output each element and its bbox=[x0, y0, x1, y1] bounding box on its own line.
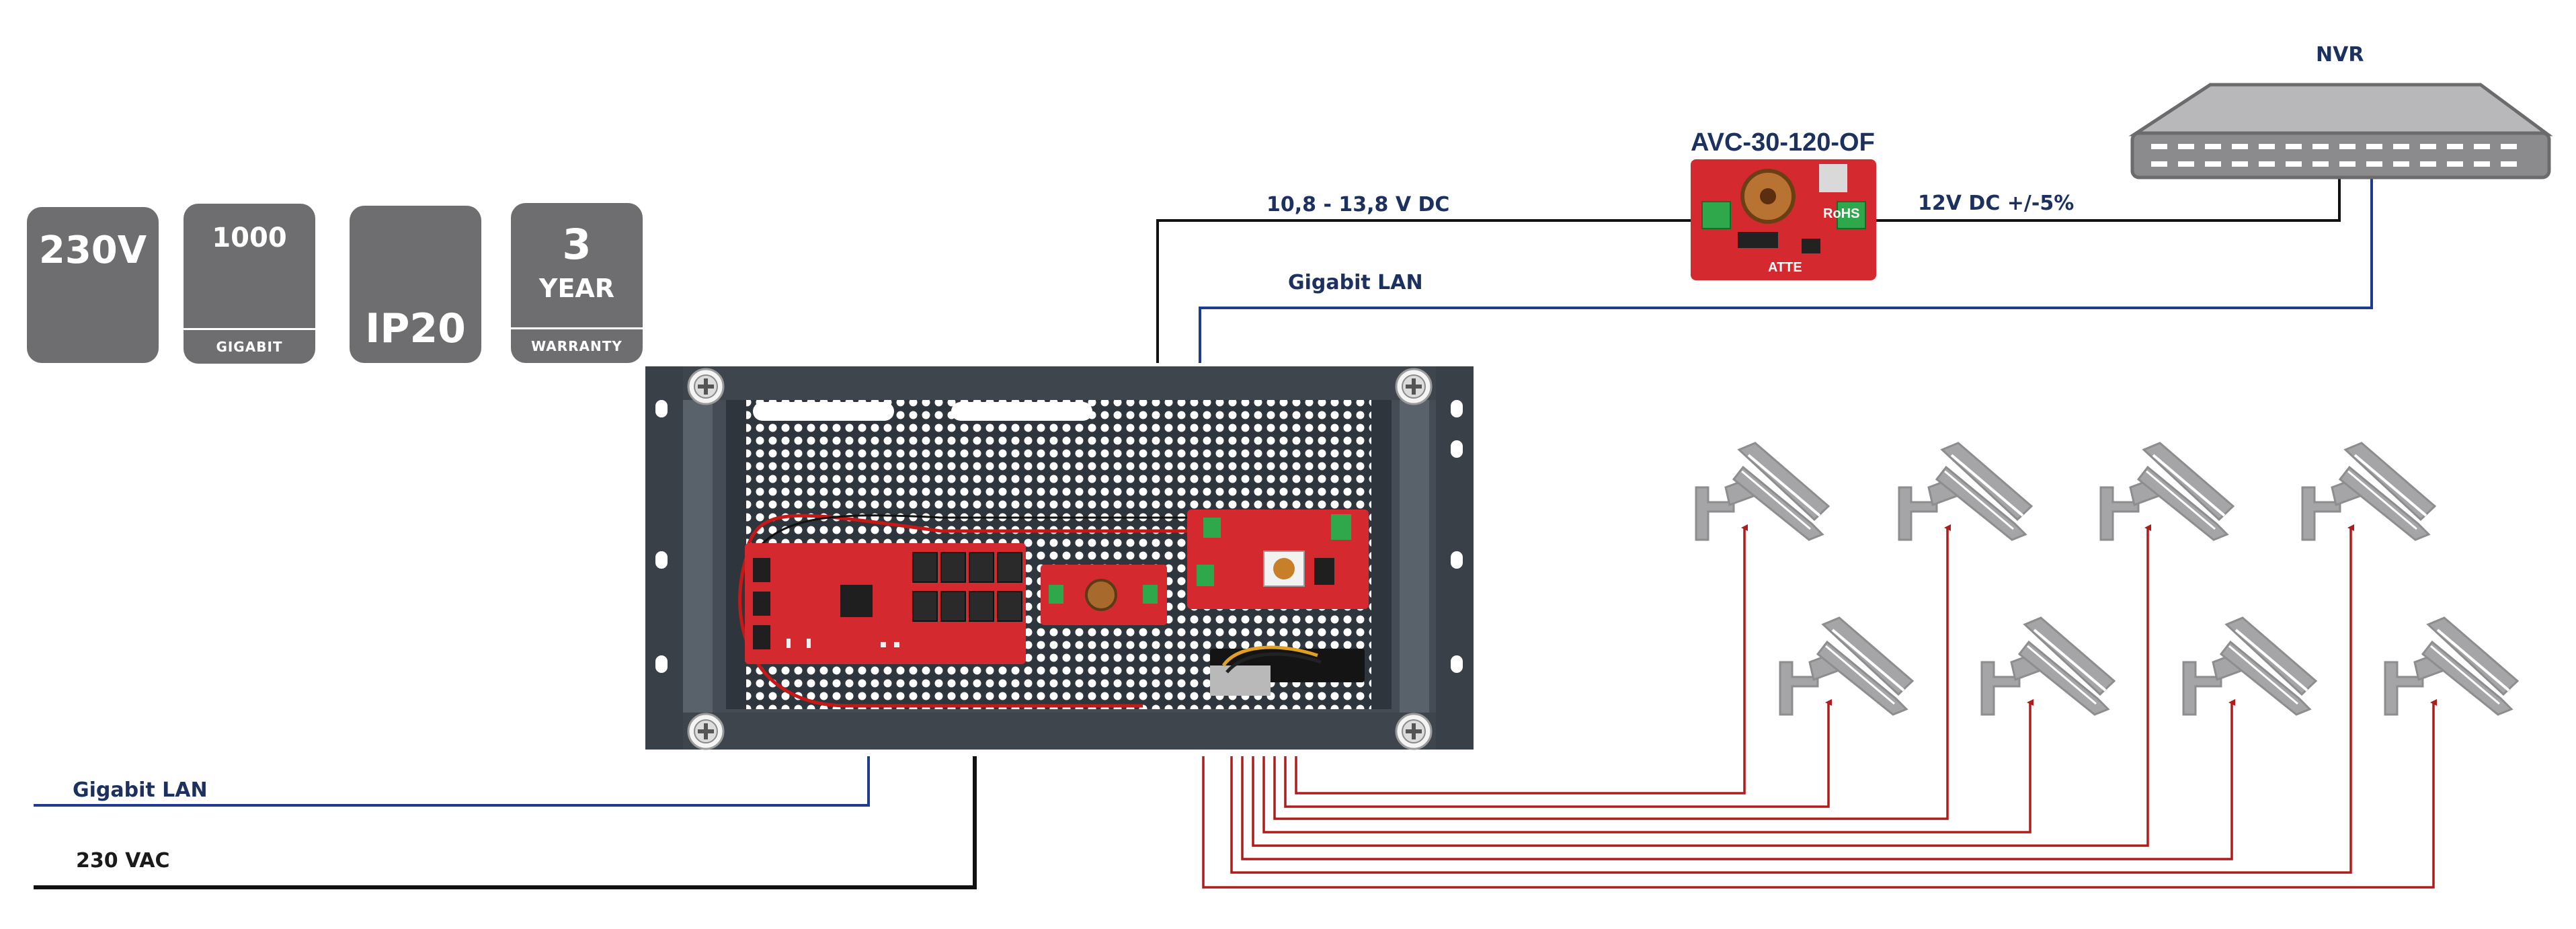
power-supply-board bbox=[1187, 510, 1369, 609]
poe-line-4 bbox=[1262, 699, 2034, 834]
nvr-lan-cable bbox=[1199, 176, 2373, 363]
cctv-camera-icon bbox=[1980, 616, 2116, 716]
cctv-camera-icon bbox=[2099, 442, 2235, 541]
screw-icon bbox=[688, 369, 723, 404]
cctv-camera-icon bbox=[2384, 616, 2519, 716]
poe-line-7 bbox=[1230, 524, 2354, 874]
warranty-word: YEAR bbox=[538, 274, 615, 303]
uplink-lan-cable bbox=[34, 756, 870, 807]
rohs-mark: RoHS bbox=[1823, 206, 1859, 221]
poe-line-3 bbox=[1273, 524, 1951, 820]
dc-output-label: 12V DC +/-5% bbox=[1918, 192, 2075, 215]
internal-converter-board bbox=[1041, 565, 1167, 625]
gigabit-label: GIGABIT bbox=[184, 328, 315, 364]
gigabit-number: 1000 bbox=[212, 223, 287, 253]
poe-line-8 bbox=[1202, 699, 2437, 889]
cctv-camera-icon bbox=[2182, 616, 2317, 716]
dc-converter-module: RoHS ATTE bbox=[1691, 159, 1876, 280]
uplink-lan-label: Gigabit LAN bbox=[73, 778, 208, 802]
warranty-badge: 3 YEAR WARRANTY bbox=[511, 203, 643, 363]
dc-input-label: 10,8 - 13,8 V DC bbox=[1266, 193, 1450, 216]
mains-cable bbox=[34, 756, 977, 889]
warranty-label: WARRANTY bbox=[511, 327, 643, 363]
voltage-badge: 230V bbox=[27, 207, 159, 363]
cctv-camera-icon bbox=[1779, 616, 1914, 716]
voltage-text: 230V bbox=[38, 229, 147, 272]
poe-line-5 bbox=[1252, 524, 2151, 847]
nvr-label: NVR bbox=[2316, 43, 2364, 67]
gigabit-badge: 1000 GIGABIT bbox=[184, 204, 315, 364]
poe-line-1 bbox=[1295, 524, 1748, 795]
dc-input-cable bbox=[1156, 219, 1694, 363]
warranty-number: 3 bbox=[562, 220, 592, 269]
battery-connector bbox=[1210, 645, 1365, 696]
poe-switch-board bbox=[745, 543, 1026, 664]
cctv-camera-icon bbox=[1695, 442, 1830, 541]
nvr-lan-label: Gigabit LAN bbox=[1288, 271, 1423, 294]
poe-line-2 bbox=[1284, 699, 1832, 808]
screw-icon bbox=[688, 714, 723, 749]
cctv-camera-icon bbox=[1898, 442, 2033, 541]
poe-line-6 bbox=[1241, 699, 2235, 860]
ip-rating-badge: IP20 bbox=[350, 206, 481, 363]
screw-icon bbox=[1396, 369, 1431, 404]
cctv-camera-icon bbox=[2301, 442, 2436, 541]
mains-label: 230 VAC bbox=[76, 849, 170, 873]
rack-enclosure bbox=[645, 366, 1474, 750]
nvr-icon bbox=[2128, 83, 2553, 179]
dc-output-cable bbox=[1876, 176, 2341, 222]
screw-icon bbox=[1396, 714, 1431, 749]
ip-rating-text: IP20 bbox=[365, 305, 466, 352]
module-name-label: AVC-30-120-OF bbox=[1691, 128, 1875, 157]
brand-mark: ATTE bbox=[1768, 260, 1802, 275]
